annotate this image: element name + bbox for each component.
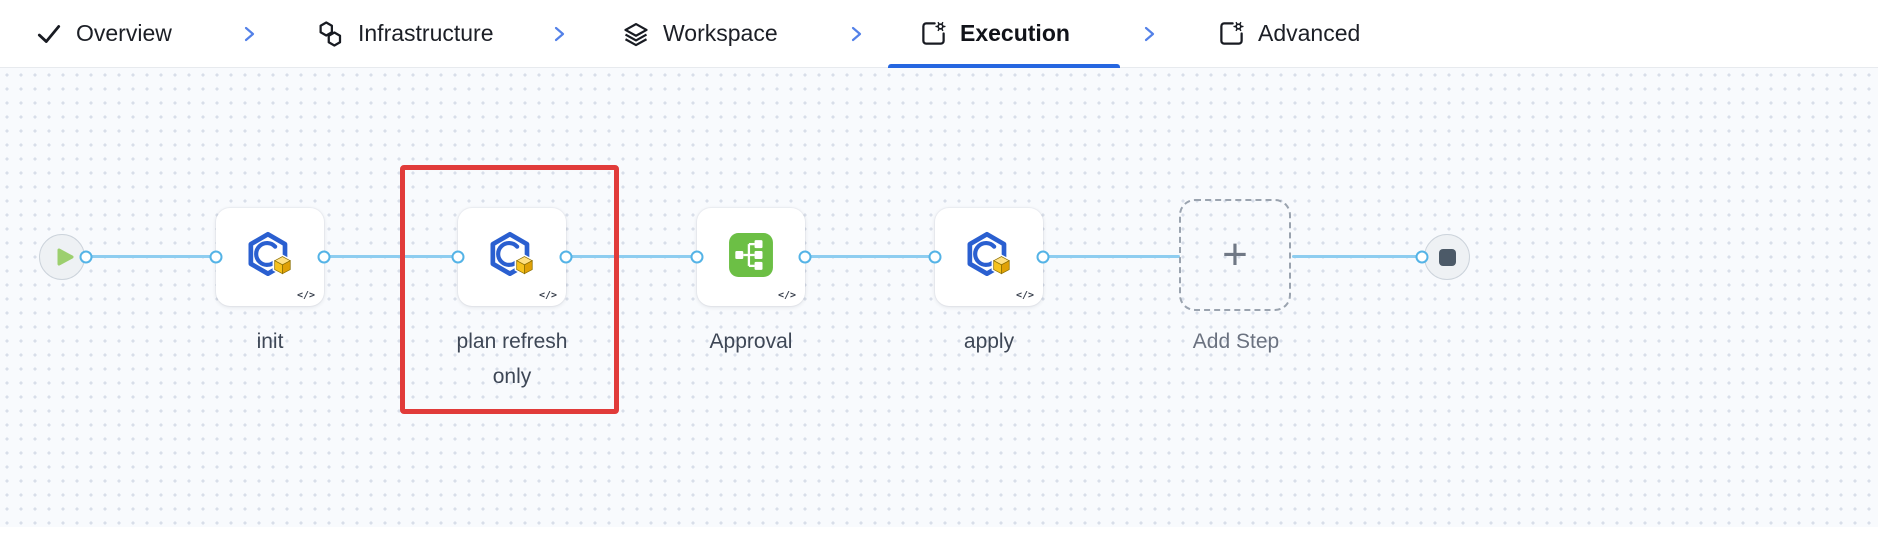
hexagons-icon (315, 19, 345, 49)
stop-icon (1438, 248, 1456, 266)
add-step-button[interactable]: + (1179, 199, 1291, 311)
connector-dot (317, 250, 331, 264)
code-badge: </> (777, 290, 796, 301)
step-node-plan-refresh-only[interactable]: </> (458, 208, 566, 306)
step-node-init[interactable]: </> (216, 208, 324, 306)
plus-icon: + (1222, 230, 1248, 279)
code-badge: </> (538, 290, 557, 301)
tab-workspace[interactable]: Workspace (622, 0, 778, 67)
step-node-approval[interactable]: </> (697, 208, 805, 306)
chevron-right-icon (847, 24, 865, 49)
tab-execution-label: Execution (960, 20, 1070, 46)
connector-dot (559, 250, 573, 264)
end-node (1424, 234, 1470, 280)
step-node-apply[interactable]: </> (935, 208, 1043, 306)
connector-dot (690, 250, 704, 264)
tab-advanced-label: Advanced (1258, 20, 1361, 46)
connector-dot (1036, 250, 1050, 264)
add-step-label: Add Step (1192, 330, 1280, 353)
step-label-apply: apply (963, 330, 1015, 353)
play-icon (52, 245, 76, 269)
panel-gear-icon (1218, 20, 1245, 47)
chevron-right-icon (240, 24, 258, 49)
tab-infrastructure-label: Infrastructure (358, 20, 494, 46)
code-badge: </> (1015, 290, 1034, 301)
terraform-cube-icon (962, 230, 1016, 285)
tab-workspace-label: Workspace (663, 20, 778, 46)
code-badge: </> (296, 290, 315, 301)
approval-sitemap-icon (728, 232, 774, 283)
connection-line (1292, 255, 1447, 258)
terraform-cube-icon (243, 230, 297, 285)
step-label-approval: Approval (709, 330, 793, 353)
connector-dot (79, 250, 93, 264)
connector-dot (209, 250, 223, 264)
step-label-plan-refresh-only: plan refresh only (456, 330, 568, 388)
chevron-right-icon (1140, 24, 1158, 49)
tab-infrastructure[interactable]: Infrastructure (315, 0, 494, 67)
active-tab-underline (888, 64, 1120, 68)
tab-overview[interactable]: Overview (35, 0, 172, 67)
check-icon (35, 20, 63, 48)
connector-dot (928, 250, 942, 264)
connection-line (62, 255, 1180, 258)
tab-overview-label: Overview (76, 20, 172, 46)
connector-dot (798, 250, 812, 264)
connector-dot (1415, 250, 1429, 264)
panel-gear-icon (920, 20, 947, 47)
layers-icon (622, 20, 650, 48)
tab-advanced[interactable]: Advanced (1218, 0, 1360, 67)
step-label-init: init (256, 330, 284, 353)
start-node (39, 234, 85, 280)
tab-bar: Overview Infrastructure Workspace (0, 0, 1878, 68)
chevron-right-icon (550, 24, 568, 49)
workflow-canvas[interactable]: </> init </> plan refresh only (0, 68, 1878, 527)
terraform-cube-icon (485, 230, 539, 285)
tab-execution[interactable]: Execution (920, 0, 1070, 67)
connector-dot (451, 250, 465, 264)
